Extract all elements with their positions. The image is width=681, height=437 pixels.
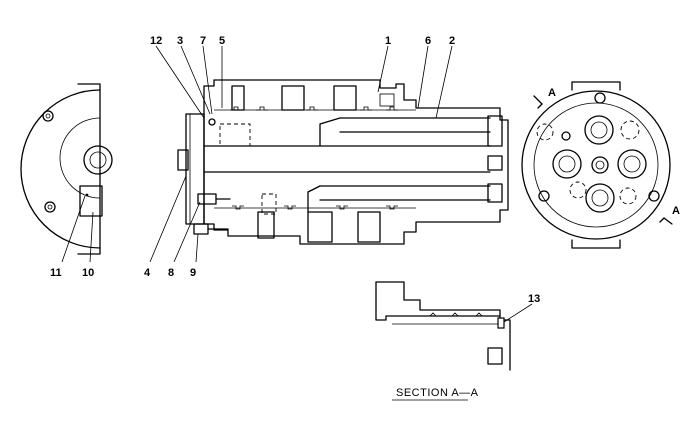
callout-11: 11 bbox=[50, 267, 62, 279]
left-end-view bbox=[20, 83, 113, 263]
callout-1: 1 bbox=[385, 35, 391, 47]
callout-5: 5 bbox=[219, 35, 225, 47]
callout-8: 8 bbox=[168, 267, 174, 279]
callout-7: 7 bbox=[200, 35, 206, 47]
callout-13: 13 bbox=[528, 293, 540, 305]
section-marker-a-top: A bbox=[548, 87, 556, 99]
callout-10: 10 bbox=[82, 267, 94, 279]
callout-labels: 12 3 7 5 1 6 2 11 10 4 8 9 13 bbox=[50, 35, 540, 305]
section-aa-view bbox=[375, 281, 533, 401]
right-end-view bbox=[521, 81, 673, 249]
callout-3: 3 bbox=[177, 35, 183, 47]
callout-2: 2 bbox=[449, 35, 455, 47]
section-title: SECTION A—A bbox=[396, 387, 479, 399]
callout-4: 4 bbox=[144, 267, 151, 279]
callout-9: 9 bbox=[190, 267, 196, 279]
callout-6: 6 bbox=[425, 35, 431, 47]
callout-12: 12 bbox=[150, 35, 162, 47]
center-section-view bbox=[149, 45, 509, 263]
section-marker-a-bottom: A bbox=[672, 205, 680, 217]
